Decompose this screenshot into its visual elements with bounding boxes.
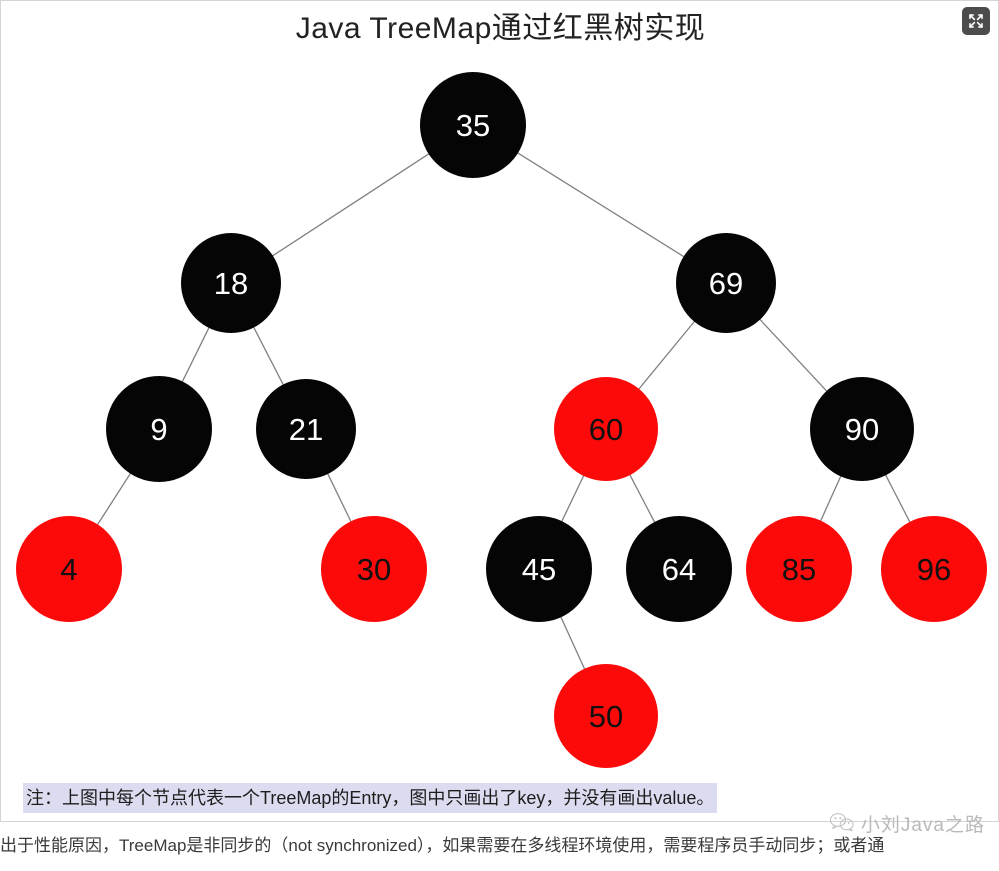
tree-nodes: 35 18 69 9 21 60 90 4 30 45 64 85 96 50 bbox=[1, 1, 998, 821]
tree-node-50: 50 bbox=[554, 664, 658, 768]
tree-node-45: 45 bbox=[486, 516, 592, 622]
tree-node-85: 85 bbox=[746, 516, 852, 622]
figure-title: Java TreeMap通过红黑树实现 bbox=[295, 12, 706, 45]
tree-node-label: 30 bbox=[356, 551, 392, 587]
figure-note-text: 注：上图中每个节点代表一个TreeMap的Entry，图中只画出了key，并没有… bbox=[23, 783, 718, 813]
figure-container: Java TreeMap通过红黑树实现 35 18 69 9 21 60 90 4 30 45 64… bbox=[0, 0, 999, 822]
tree-node-label: 4 bbox=[60, 551, 78, 587]
tree-node-label: 90 bbox=[844, 411, 880, 447]
tree-node-90: 90 bbox=[810, 377, 914, 481]
tree-node-9: 9 bbox=[106, 376, 212, 482]
article-caption: 出于性能原因，TreeMap是非同步的（not synchronized），如果… bbox=[0, 836, 885, 855]
expand-fullscreen-button[interactable] bbox=[962, 7, 990, 35]
tree-node-label: 21 bbox=[288, 411, 324, 447]
tree-node-60: 60 bbox=[554, 377, 658, 481]
tree-node-35: 35 bbox=[420, 72, 526, 178]
tree-node-label: 85 bbox=[781, 551, 817, 587]
expand-fullscreen-icon bbox=[968, 13, 984, 29]
tree-node-69: 69 bbox=[676, 233, 776, 333]
tree-node-label: 35 bbox=[455, 107, 491, 143]
tree-node-label: 96 bbox=[916, 551, 952, 587]
tree-node-label: 64 bbox=[661, 551, 697, 587]
tree-node-96: 96 bbox=[881, 516, 987, 622]
tree-node-18: 18 bbox=[181, 233, 281, 333]
tree-node-30: 30 bbox=[321, 516, 427, 622]
tree-node-64: 64 bbox=[626, 516, 732, 622]
tree-node-label: 18 bbox=[213, 265, 249, 301]
tree-node-21: 21 bbox=[256, 379, 356, 479]
tree-node-label: 45 bbox=[521, 551, 557, 587]
tree-node-label: 50 bbox=[588, 698, 624, 734]
tree-node-label: 69 bbox=[708, 265, 744, 301]
tree-node-4: 4 bbox=[16, 516, 122, 622]
figure-note: 注：上图中每个节点代表一个TreeMap的Entry，图中只画出了key，并没有… bbox=[23, 783, 718, 813]
tree-node-label: 9 bbox=[150, 411, 168, 447]
tree-node-label: 60 bbox=[588, 411, 624, 447]
